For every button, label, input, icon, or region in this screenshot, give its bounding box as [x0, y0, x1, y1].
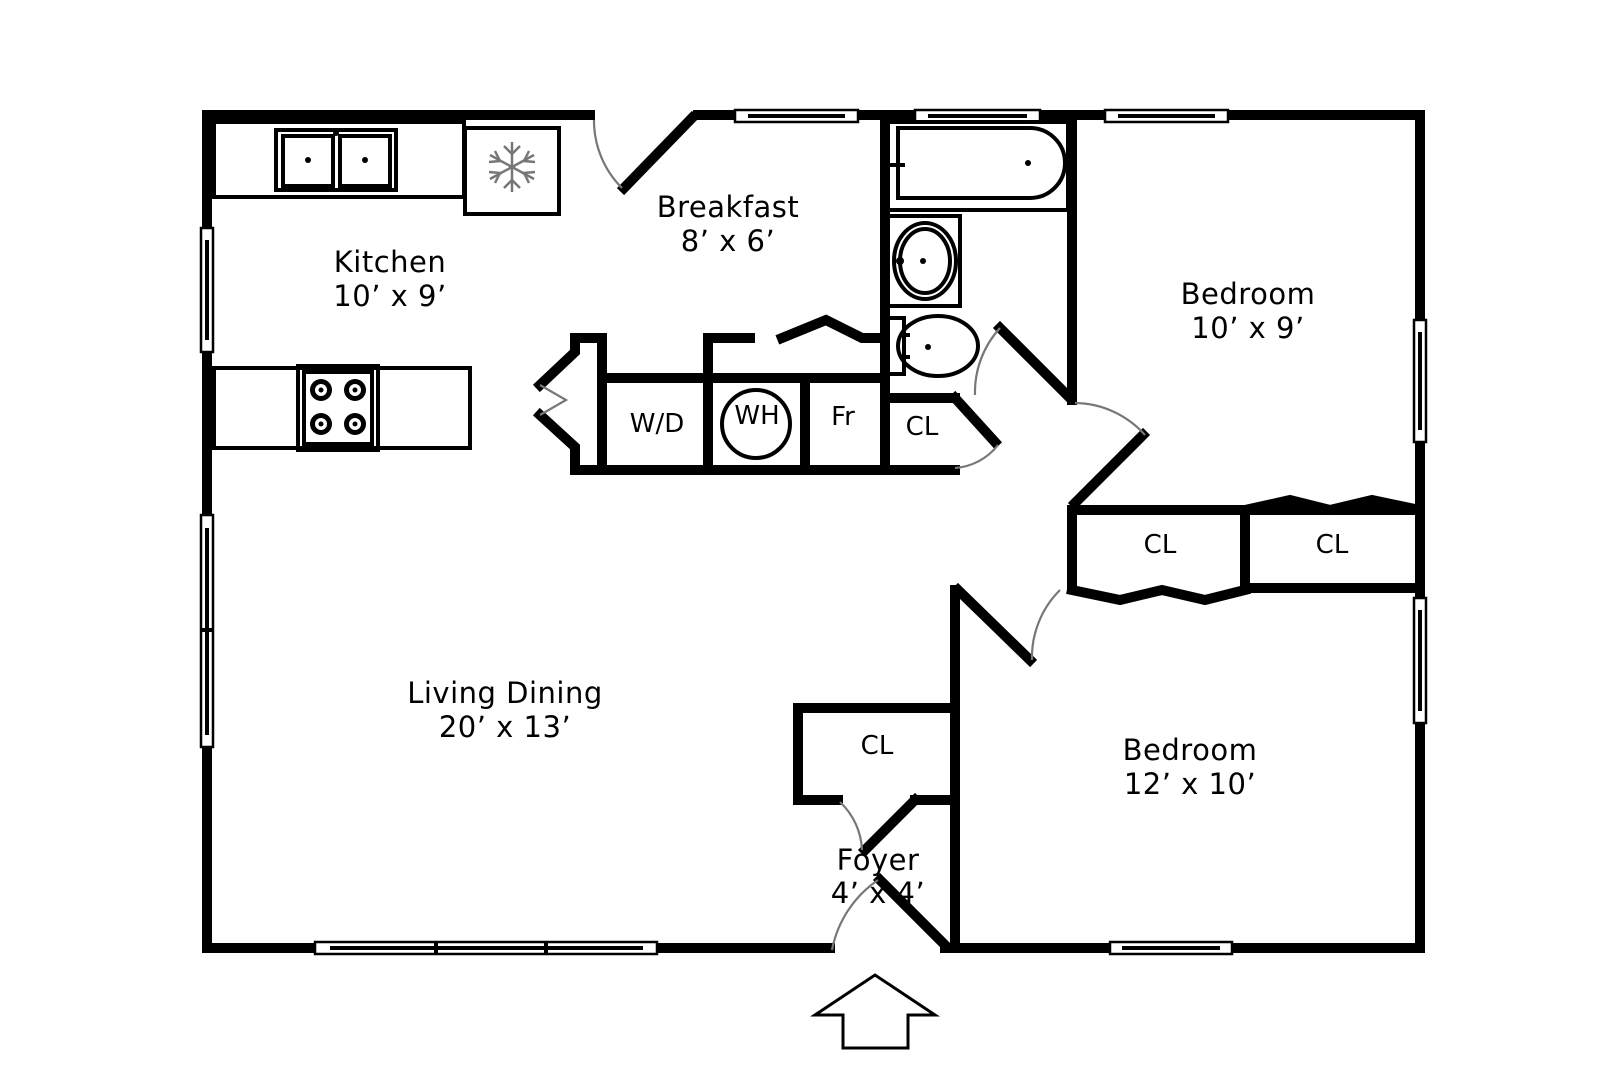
room-name: Kitchen: [334, 245, 447, 279]
snowflake-icon: [463, 126, 561, 216]
exterior-walls: [202, 110, 1425, 953]
kitchen-island: [212, 366, 472, 450]
room-label-living-dining: Living Dining 20’ x 13’: [407, 676, 603, 744]
room-label-kitchen: Kitchen 10’ x 9’: [333, 245, 446, 313]
room-name: Bedroom: [1181, 277, 1316, 311]
bathtub-icon: [886, 120, 1070, 212]
interior-walls: [532, 110, 1416, 953]
room-label-breakfast: Breakfast 8’ x 6’: [657, 190, 800, 258]
room-label-bedroom-1: Bedroom 10’ x 9’: [1181, 277, 1316, 345]
kitchen-counter-top: [212, 120, 466, 199]
water-heater-icon: [720, 388, 792, 460]
room-dimensions: 12’ x 10’: [1124, 767, 1256, 801]
room-name: Living Dining: [407, 676, 603, 710]
room-dimensions: 20’ x 13’: [439, 710, 571, 744]
entrance-arrow-icon: [810, 973, 940, 1050]
room-name: Bedroom: [1123, 733, 1258, 767]
closet-label-bedroom-a: CL: [1144, 530, 1177, 560]
room-dimensions: 4’ x 4’: [831, 876, 925, 910]
room-dimensions: 10’ x 9’: [333, 279, 446, 313]
room-dimensions: 10’ x 9’: [1191, 311, 1304, 345]
fridge-label: Fr: [831, 402, 855, 432]
room-label-foyer: Foyer 4’ x 4’: [831, 843, 925, 910]
room-name: Foyer: [837, 843, 920, 877]
room-name: Breakfast: [657, 190, 800, 224]
washer-dryer-label: W/D: [630, 409, 685, 439]
closet-label-entry: CL: [861, 731, 894, 761]
closet-label-bath: CL: [906, 412, 939, 442]
windows: [199, 108, 1428, 956]
door-swings: [539, 119, 1146, 951]
cooktop-icon: [296, 364, 380, 452]
room-label-bedroom-2: Bedroom 12’ x 10’: [1123, 733, 1258, 801]
toilet-icon: [886, 314, 980, 378]
sink-icon: [886, 214, 962, 308]
closet-label-bedroom-b: CL: [1316, 530, 1349, 560]
water-heater-label: WH: [734, 401, 779, 431]
room-dimensions: 8’ x 6’: [681, 224, 775, 258]
